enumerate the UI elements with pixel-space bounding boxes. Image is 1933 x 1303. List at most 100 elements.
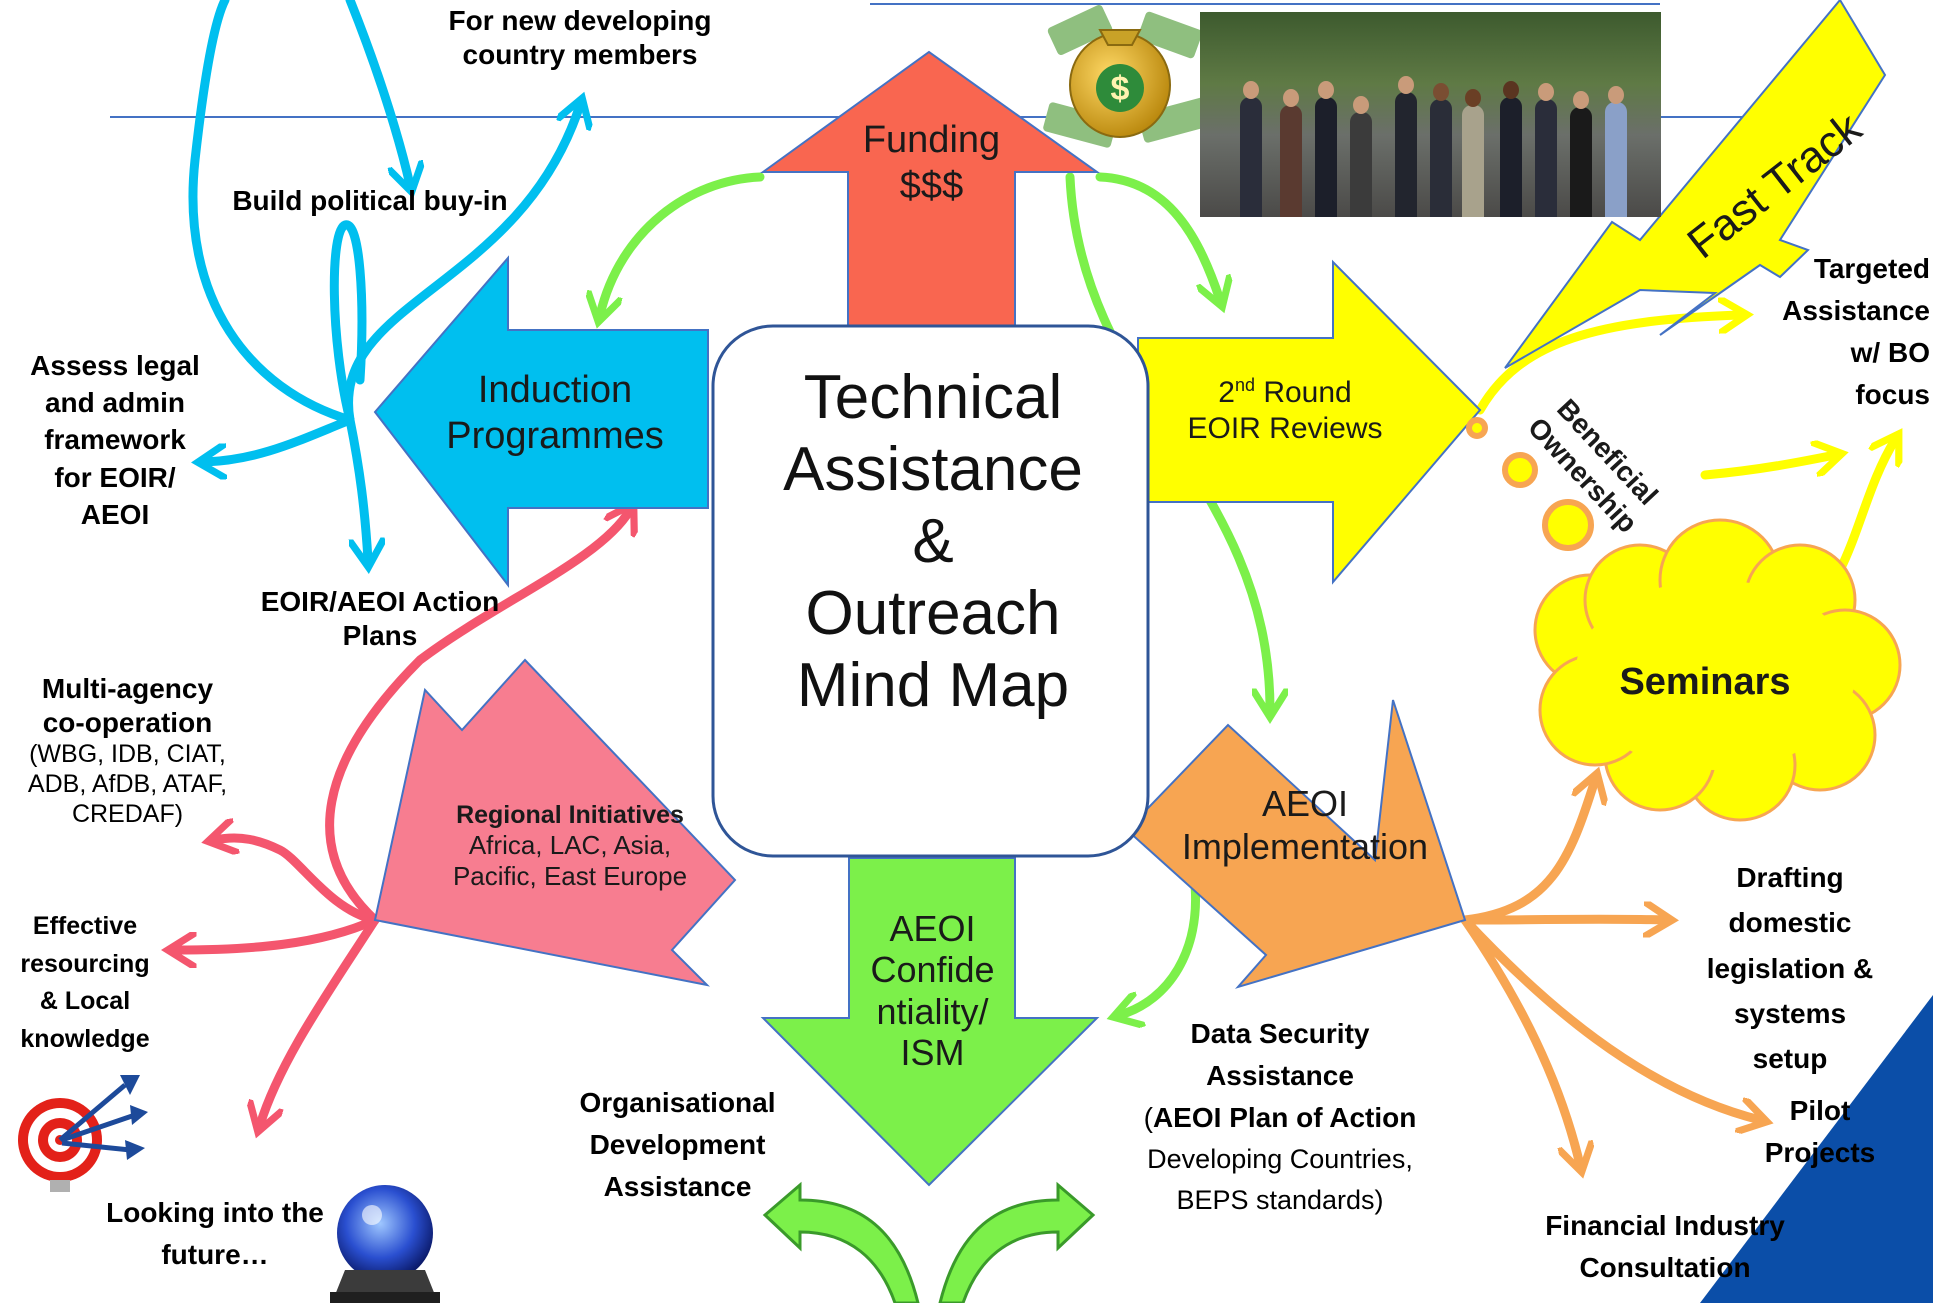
pilot-projects-label: Pilot Projects (1764, 1095, 1876, 1168)
funding-label: Funding $$$ (829, 118, 1034, 209)
thought-bubbles (1466, 417, 1594, 551)
photo-person (1605, 102, 1627, 217)
delegation-photo (1200, 12, 1661, 217)
orange-arrow-financial (1460, 915, 1580, 1165)
drafting-label: Drafting domestic legislation & systems … (1706, 862, 1874, 1075)
funding-line2: $$$ (899, 164, 964, 207)
assess-framework-label: Assess legal and admin framework for EOI… (30, 350, 200, 530)
action-plans-label: EOIR/AEOI Action Plans (260, 586, 500, 651)
photo-head (1433, 83, 1449, 101)
induction-line2: Programmes (446, 414, 664, 457)
targeted-assistance-label: Targeted Assistance w/ BO focus (1782, 253, 1930, 410)
multi-agency-label: Multi-agency co-operation (WBG, IDB, CIA… (0, 672, 255, 829)
orange-arrow-pilot (1460, 915, 1760, 1120)
cyan-arrow-assess (205, 415, 355, 462)
money-bag-icon: $ (1043, 5, 1212, 148)
photo-person (1462, 105, 1484, 217)
aeoi-impl-line1: AEOI (1261, 783, 1349, 824)
photo-person (1240, 97, 1262, 217)
second-round-label: 2nd Round EOIR Reviews (1155, 375, 1415, 447)
photo-person (1570, 107, 1592, 217)
center-box (711, 324, 1150, 858)
financial-industry-label: Financial Industry Consultation (1545, 1210, 1785, 1283)
cyan-loop-left (188, 0, 355, 425)
induction-arrow[interactable] (373, 255, 709, 588)
political-buy-in-label: Build political buy-in (232, 185, 508, 216)
twin-curved-arrows (762, 1181, 1096, 1303)
photo-head (1608, 86, 1624, 104)
regional-arrow[interactable] (373, 658, 737, 987)
seminars-label: Seminars (1619, 661, 1791, 703)
aeoi-implementation-arrow[interactable] (1125, 699, 1467, 989)
yellow-arrow-bo (1700, 455, 1835, 480)
photo-person (1500, 97, 1522, 217)
photo-head (1465, 89, 1481, 107)
photo-person (1315, 97, 1337, 217)
cyan-arrow-political (345, 0, 410, 185)
multi-agency-body: (WBG, IDB, CIAT, ADB, AfDB, ATAF, CREDAF… (27, 740, 228, 829)
center-title: Technical Assistance & Outreach Mind Map (783, 363, 1083, 720)
funding-arrow[interactable] (759, 50, 1101, 333)
pink-arrow-resourcing (175, 915, 380, 950)
resourcing-label: Effective resourcing & Local knowledge (20, 912, 150, 1053)
second-round-ordinal-suffix: nd (1234, 375, 1255, 395)
cyan-arrow-new-members (344, 105, 580, 425)
aeoi-impl-line2: Implementation (1181, 826, 1429, 868)
aeoi-connectors (1460, 780, 1760, 1165)
yellow-arrow-seminars-up (1835, 440, 1895, 575)
photo-person (1280, 105, 1302, 217)
photo-head (1353, 96, 1369, 114)
data-security-title: Data Security Assistance (1190, 1018, 1370, 1091)
second-round-ordinal: 2 (1218, 376, 1235, 409)
second-round-line2: EOIR Reviews (1187, 412, 1383, 445)
regional-label: Regional Initiatives Africa, LAC, Asia, … (430, 800, 710, 892)
fast-track-bolt[interactable] (1504, 0, 1887, 369)
photo-head (1573, 91, 1589, 109)
data-security-body: Developing Countries, BEPS standards) (1147, 1144, 1413, 1215)
dartboard-icon (18, 1075, 148, 1192)
photo-person (1350, 112, 1372, 217)
confidentiality-arrow[interactable] (760, 857, 1100, 1187)
corner-triangle (1700, 995, 1933, 1303)
orange-arrow-drafting (1460, 919, 1665, 920)
multi-agency-title: Multi-agency co-operation (41, 673, 214, 738)
cyan-loop-mid (329, 220, 367, 425)
aeoi-impl-label: AEOI Implementation (1160, 782, 1450, 868)
org-dev-label: Organisational Development Assistance (579, 1087, 776, 1202)
fast-track-connectors (1475, 315, 1895, 575)
induction-connectors (188, 0, 580, 560)
future-label: Looking into the future… (106, 1197, 324, 1270)
induction-line1: Induction (477, 369, 633, 411)
regional-body: Africa, LAC, Asia, Pacific, East Europe (452, 830, 688, 892)
photo-person (1535, 99, 1557, 217)
photo-head (1503, 81, 1519, 99)
second-round-word: Round (1254, 376, 1352, 409)
photo-head (1318, 81, 1334, 99)
regional-connectors (175, 510, 630, 1125)
photo-head (1538, 83, 1554, 101)
data-security-paren: ( (1143, 1102, 1153, 1133)
new-members-label: For new developing country members (448, 5, 712, 70)
pink-arrow-future (260, 915, 380, 1125)
second-round-line1: 2nd Round (1155, 375, 1415, 411)
photo-person (1430, 99, 1452, 217)
svg-text:$: $ (1111, 70, 1130, 108)
funding-line1: Funding (862, 119, 1001, 161)
crystal-ball-icon (330, 1185, 440, 1303)
green-arrow-data-security (1120, 880, 1201, 1015)
regional-title: Regional Initiatives (456, 801, 684, 829)
pink-arrow-multi (215, 838, 380, 925)
photo-head (1283, 89, 1299, 107)
data-security-label: Data Security Assistance (AEOI Plan of A… (1095, 1013, 1465, 1220)
yellow-arrow-targeted (1475, 315, 1740, 415)
orange-arrow-seminars (1460, 780, 1595, 925)
green-arrow-induction (600, 172, 765, 315)
confidentiality-label: AEOI Confide ntiality/ ISM (870, 908, 995, 1074)
photo-head (1398, 76, 1414, 94)
pink-arrow-induction (325, 510, 630, 925)
data-security-plan-line: (AEOI Plan of Action (1095, 1097, 1465, 1139)
data-security-plan: AEOI Plan of Action (1152, 1102, 1417, 1133)
seminars-cloud[interactable] (1533, 518, 1902, 822)
